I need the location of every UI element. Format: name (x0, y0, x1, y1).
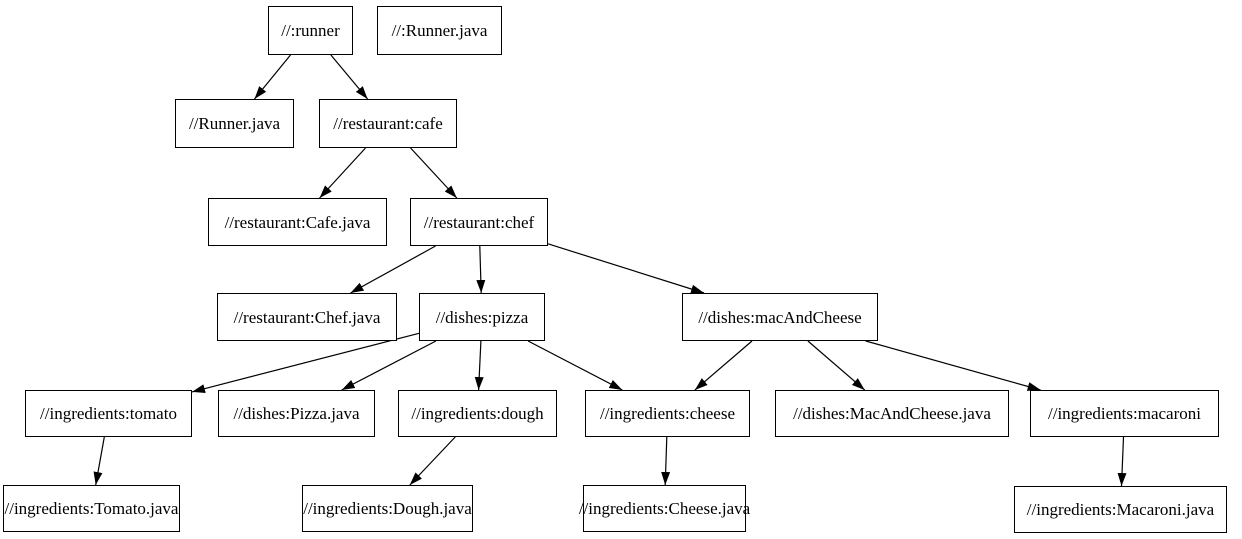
graph-node-mac-and-cheese-java: //dishes:MacAndCheese.java (775, 390, 1009, 437)
node-label: //dishes:Pizza.java (233, 404, 360, 423)
graph-node-cafe: //restaurant:cafe (319, 99, 457, 148)
node-label: //restaurant:Chef.java (233, 307, 381, 327)
node-label: //ingredients:tomato (40, 404, 177, 423)
graph-node-runner-java-root: //:Runner.java (377, 6, 502, 55)
graph-node-runner-java: //Runner.java (175, 99, 294, 148)
graph-node-pizza: //dishes:pizza (419, 293, 545, 341)
graph-node-tomato-java: //ingredients:Tomato.java (3, 485, 180, 532)
graph-node-pizza-java: //dishes:Pizza.java (218, 390, 375, 437)
node-label: //dishes:MacAndCheese.java (793, 404, 991, 423)
node-label: //ingredients:macaroni (1048, 404, 1201, 423)
graph-node-chef: //restaurant:chef (410, 198, 548, 246)
node-label: //Runner.java (188, 114, 281, 133)
graph-node-cafe-java: //restaurant:Cafe.java (208, 198, 387, 246)
node-label: //restaurant:cafe (333, 114, 443, 133)
node-label: //:Runner.java (391, 21, 488, 40)
graph-node-macaroni: //ingredients:macaroni (1030, 390, 1219, 437)
graph-node-tomato: //ingredients:tomato (25, 390, 192, 437)
graph-node-cheese-java: //ingredients:Cheese.java (579, 485, 750, 532)
node-label: //ingredients:dough (411, 404, 544, 423)
node-label: //ingredients:Tomato.java (4, 499, 179, 518)
graph-node-dough-java: //ingredients:Dough.java (302, 485, 473, 532)
graph-node-chef-java: //restaurant:Chef.java (217, 293, 397, 341)
graph-node-mac-and-cheese: //dishes:macAndCheese (682, 293, 878, 341)
node-label: //dishes:macAndCheese (698, 307, 862, 327)
graph-node-dough: //ingredients:dough (398, 390, 557, 437)
node-label: //restaurant:Cafe.java (224, 212, 371, 232)
graph-node-cheese: //ingredients:cheese (585, 390, 750, 437)
node-label: //restaurant:chef (423, 212, 535, 232)
node-label: //ingredients:cheese (599, 404, 735, 423)
node-label: //ingredients:Macaroni.java (1026, 500, 1215, 519)
node-label: //ingredients:Dough.java (303, 499, 472, 518)
graph-node-macaroni-java: //ingredients:Macaroni.java (1014, 486, 1227, 533)
node-label: //:runner (281, 21, 340, 40)
node-label: //dishes:pizza (435, 307, 529, 327)
node-label: //ingredients:Cheese.java (578, 499, 751, 518)
graph-node-runner: //:runner (268, 6, 353, 55)
